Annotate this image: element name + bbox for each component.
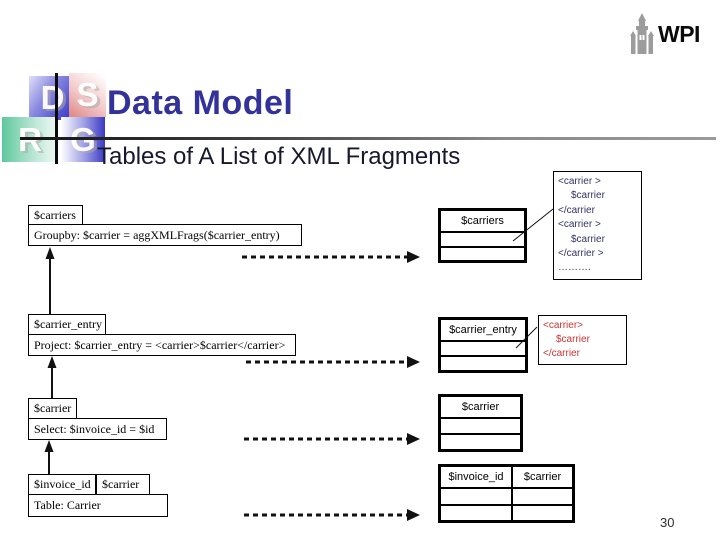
table-header-cell: $carrier bbox=[523, 471, 562, 483]
wpi-logo: WPI bbox=[627, 13, 700, 55]
page-subtitle: Tables of A List of XML Fragments bbox=[97, 143, 461, 170]
table-empty-row bbox=[441, 233, 524, 248]
operator-tab-carrier-entry: $carrier_entry bbox=[28, 314, 106, 335]
xml-line: $carrier bbox=[571, 233, 605, 245]
operator-tab-invoice-id: $invoice_id bbox=[28, 474, 96, 495]
dashed-flow-arrow bbox=[246, 356, 420, 368]
operator-body-table: Table: Carrier bbox=[28, 494, 168, 517]
dashed-flow-arrow bbox=[242, 251, 420, 263]
page-title: Data Model bbox=[107, 84, 294, 122]
xml-line: <carrier > bbox=[558, 219, 601, 231]
table-header: $carrier bbox=[441, 397, 520, 419]
title-underline bbox=[20, 137, 716, 140]
table-header: $carrier_entry bbox=[441, 320, 525, 342]
dashed-flow-arrow bbox=[244, 433, 420, 445]
table-empty-row bbox=[441, 419, 520, 435]
dsrg-letter: S bbox=[76, 76, 99, 113]
result-table-invoice-carrier: $invoice_id $carrier bbox=[438, 464, 575, 523]
xml-line: </carrier > bbox=[558, 248, 604, 260]
table-header: $carriers bbox=[441, 211, 524, 233]
table-empty-row bbox=[441, 342, 525, 357]
xml-line: ………. bbox=[558, 262, 591, 274]
xml-line: $carrier bbox=[571, 190, 605, 202]
table-empty-row bbox=[441, 505, 572, 521]
table-empty-cell bbox=[441, 489, 513, 504]
operator-tab-carriers: $carriers bbox=[28, 205, 83, 225]
dsrg-logo-tile-d: D bbox=[29, 76, 76, 120]
operator-body-groupby: Groupby: $carrier = aggXMLFrags($carrier… bbox=[28, 224, 302, 246]
table-header: $invoice_id $carrier bbox=[441, 467, 572, 489]
operator-body-select: Select: $invoice_id = $id bbox=[28, 418, 167, 440]
operator-tab-carrier: $carrier bbox=[28, 398, 77, 419]
xml-line: </carrier bbox=[558, 204, 595, 216]
operator-tab-carrier2: $carrier bbox=[96, 474, 150, 495]
page-number: 30 bbox=[660, 515, 675, 530]
up-arrow bbox=[45, 247, 55, 314]
wpi-logo-text: WPI bbox=[658, 20, 700, 47]
xml-fragment-box-carrier-entry: <carrier> $carrier </carrier bbox=[538, 315, 627, 365]
dsrg-logo-tile-s: S bbox=[69, 73, 106, 117]
table-empty-cell bbox=[441, 505, 513, 520]
result-table-carrier: $carrier bbox=[438, 394, 523, 452]
up-arrow bbox=[47, 356, 57, 398]
dashed-flow-arrow bbox=[244, 509, 420, 521]
dsrg-letter: D bbox=[40, 79, 65, 116]
xml-fragment-box-carriers: <carrier > $carrier </carrier <carrier >… bbox=[553, 171, 642, 280]
wpi-tower-icon bbox=[630, 13, 654, 54]
table-empty-cell bbox=[513, 489, 572, 504]
xml-line: <carrier> bbox=[543, 320, 584, 331]
xml-line: $carrier bbox=[556, 334, 590, 345]
table-empty-row bbox=[441, 248, 524, 261]
dsrg-logo-cross-bar bbox=[55, 73, 58, 164]
up-arrow bbox=[44, 440, 54, 474]
xml-line: </carrier bbox=[543, 348, 580, 359]
operator-body-project: Project: $carrier_entry = <carrier>$carr… bbox=[28, 334, 296, 356]
table-empty-row bbox=[441, 489, 572, 506]
table-empty-row bbox=[441, 435, 520, 449]
xml-line: <carrier > bbox=[558, 176, 601, 187]
table-header-cell: $invoice_id bbox=[441, 467, 513, 487]
result-table-carrier-entry: $carrier_entry bbox=[438, 317, 528, 373]
result-table-carriers: $carriers bbox=[438, 208, 527, 263]
table-empty-cell bbox=[513, 506, 572, 521]
table-empty-row bbox=[441, 357, 525, 370]
